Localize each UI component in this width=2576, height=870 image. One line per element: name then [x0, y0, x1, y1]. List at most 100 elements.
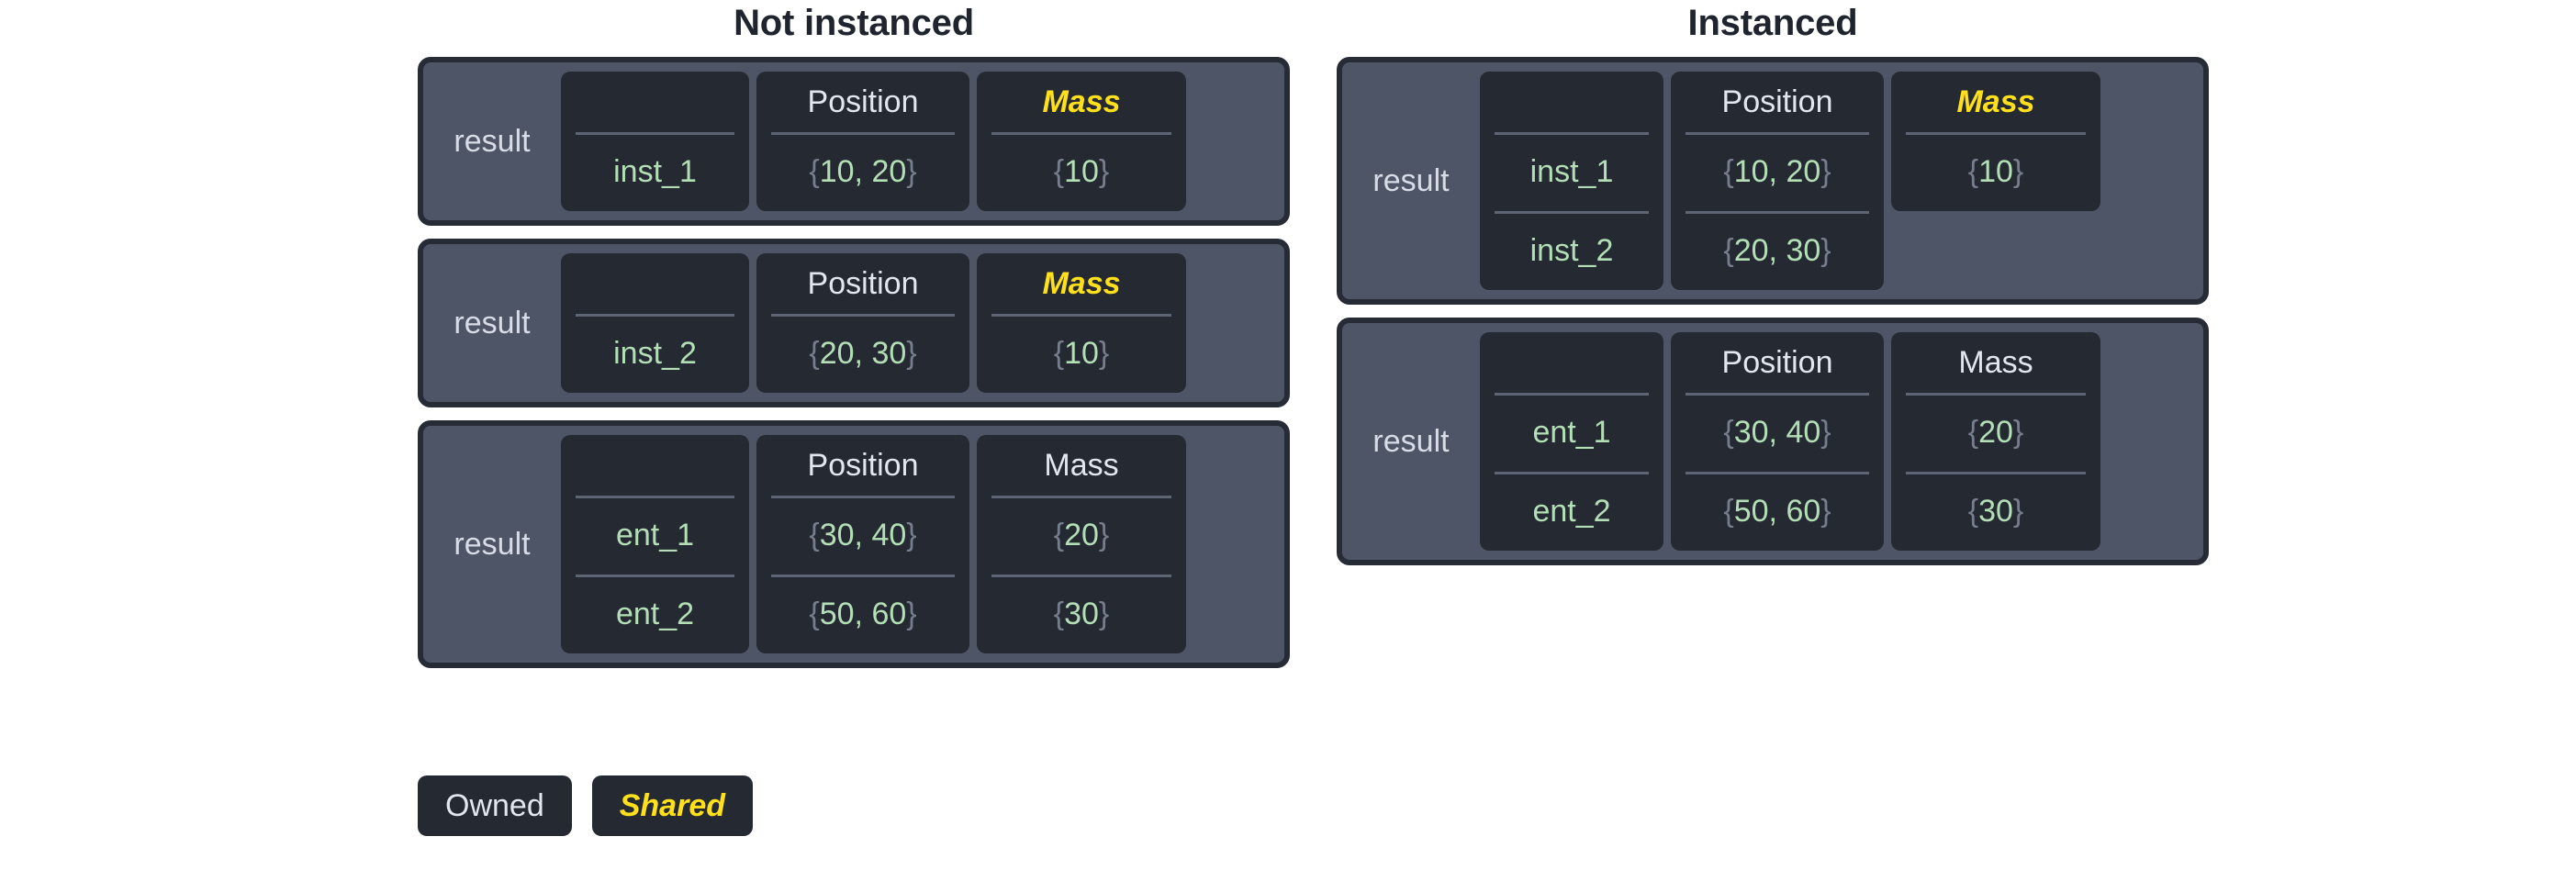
owner-label: result — [454, 526, 531, 562]
field-column-mass: Mass{20}{30} — [977, 435, 1186, 653]
field-column-mass: Mass{10} — [1891, 72, 2100, 211]
field-cell-id: inst_1 — [1480, 132, 1663, 211]
brace-close: } — [906, 154, 917, 189]
value-text: 20 — [1064, 518, 1099, 552]
field-column-header-pos: Position — [807, 266, 919, 301]
column-title-instanced: Instanced — [1687, 3, 1858, 43]
brace-close: } — [1098, 336, 1110, 371]
brace-open: { — [1723, 233, 1734, 268]
value-text: 20, 30 — [819, 336, 907, 371]
value-text: 20, 30 — [1733, 233, 1821, 268]
field-cell-id: ent_1 — [561, 496, 749, 574]
brace-close: } — [1098, 154, 1110, 189]
legend-chip-shared: Shared — [591, 775, 753, 836]
brace-open: { — [1053, 518, 1065, 552]
field-column-header-pos: Position — [1721, 345, 1833, 380]
value-text: 10 — [1064, 154, 1099, 189]
field-column-id: inst_2 — [561, 253, 749, 393]
legend: Owned Shared — [418, 775, 753, 836]
legend-chip-owned: Owned — [418, 775, 572, 836]
value-text: 30, 40 — [1733, 415, 1821, 450]
field-column-header-mass: Mass — [1042, 84, 1121, 119]
field-column-pos: Position{30, 40}{50, 60} — [1671, 332, 1884, 551]
field-column-pos: Position {10, 20} — [756, 72, 969, 211]
field-cell-pos: {20, 30} — [756, 314, 969, 393]
owner-label: result — [1372, 162, 1450, 198]
field-cell-id: inst_1 — [561, 132, 749, 211]
brace-open: { — [1723, 415, 1734, 450]
field-cell-id: ent_2 — [561, 574, 749, 653]
field-column-header-pos: Position — [807, 84, 919, 119]
field-column-group: inst_1 Position {10, 20} Mass {10} — [561, 62, 1284, 220]
brace-close: } — [906, 336, 917, 371]
owner-label: result — [454, 305, 531, 340]
brace-close: } — [1820, 233, 1831, 268]
field-cell-id: inst_2 — [1480, 211, 1663, 290]
field-column-pos: Position{10, 20}{20, 30} — [1671, 72, 1884, 290]
field-cell-mass: {10} — [977, 314, 1186, 393]
value-text: 50, 60 — [1733, 494, 1821, 529]
field-cell-mass: {10} — [1891, 132, 2100, 211]
field-cell-pos: {10, 20} — [1671, 132, 1884, 211]
field-column-header-pos: Position — [807, 448, 919, 483]
brace-close: } — [1820, 154, 1831, 189]
column-title-not-instanced: Not instanced — [734, 3, 974, 43]
brace-open: { — [809, 336, 820, 371]
value-text: 10 — [1978, 154, 2013, 189]
field-cell-mass: {10} — [977, 132, 1186, 211]
value-text: 30 — [1064, 597, 1099, 631]
field-cell-mass: {20} — [977, 496, 1186, 574]
brace-open: { — [1723, 494, 1734, 529]
field-column-id: inst_1 — [561, 72, 749, 211]
field-column-pos: Position{30, 40}{50, 60} — [756, 435, 969, 653]
field-column-mass: Mass{20}{30} — [1891, 332, 2100, 551]
field-cell-pos: {10, 20} — [756, 132, 969, 211]
value-text: 10, 20 — [1733, 154, 1821, 189]
field-column-header-id — [561, 72, 749, 132]
field-column-header-id — [1480, 72, 1663, 132]
brace-close: } — [1098, 597, 1110, 631]
brace-close: } — [1820, 415, 1831, 450]
field-cell-mass: {20} — [1891, 393, 2100, 472]
field-cell-pos: {50, 60} — [1671, 472, 1884, 551]
value-text: 30, 40 — [819, 518, 907, 552]
brace-open: { — [1723, 154, 1734, 189]
owner-label: result — [1372, 423, 1450, 459]
field-column-header-id — [561, 435, 749, 496]
value-text: 20 — [1978, 415, 2013, 450]
brace-open: { — [1967, 154, 1979, 189]
brace-open: { — [1967, 415, 1979, 450]
field-column-group: inst_2 Position {20, 30} Mass {10} — [561, 244, 1284, 402]
field-cell-id: ent_2 — [1480, 472, 1663, 551]
value-text: 10, 20 — [819, 154, 907, 189]
value-text: 50, 60 — [819, 597, 907, 631]
field-column-mass: Mass {10} — [977, 72, 1186, 211]
value-text: 10 — [1064, 336, 1099, 371]
field-column-header-mass: Mass — [1042, 266, 1121, 301]
field-cell-mass: {30} — [977, 574, 1186, 653]
brace-close: } — [906, 518, 917, 552]
value-text: 30 — [1978, 494, 2013, 529]
brace-close: } — [906, 597, 917, 631]
brace-open: { — [1053, 154, 1065, 189]
field-column-header-id — [561, 253, 749, 314]
field-cell-pos: {20, 30} — [1671, 211, 1884, 290]
field-cell-pos: {30, 40} — [1671, 393, 1884, 472]
brace-close: } — [2012, 494, 2024, 529]
field-column-header-id — [1480, 332, 1663, 393]
field-column-header-pos: Position — [1721, 84, 1833, 119]
brace-open: { — [1053, 597, 1065, 631]
